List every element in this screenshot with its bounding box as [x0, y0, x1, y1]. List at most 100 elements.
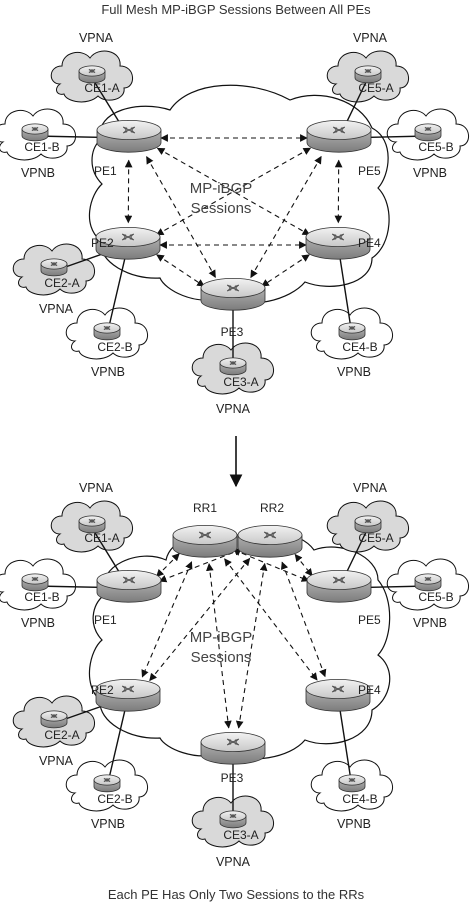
router-ce3-a[interactable] — [219, 357, 247, 376]
router-ce1-b[interactable] — [21, 573, 49, 592]
vpn-label: VPNA — [353, 31, 388, 45]
pe-label: PE2 — [91, 236, 114, 250]
router-icon — [263, 531, 277, 539]
router-icon — [331, 685, 345, 693]
ce-label: CE3-A — [223, 828, 258, 842]
vpn-label: VPNA — [39, 754, 74, 768]
vpn-label: VPNA — [216, 855, 251, 869]
ce-label: CE2-B — [97, 792, 132, 806]
router-ce3-a[interactable] — [219, 810, 247, 829]
router-pe5[interactable] — [306, 120, 372, 153]
router-ce5-b[interactable] — [414, 123, 442, 142]
router-icon — [88, 68, 96, 74]
vpn-label: VPNB — [21, 616, 55, 630]
router-pe1[interactable] — [96, 120, 162, 153]
vpn-label: VPNB — [337, 365, 371, 379]
full-mesh-labels: MP-iBGPSessionsCE1-AVPNACE1-BVPNBCE2-AVP… — [21, 31, 454, 416]
ce-label: CE2-A — [44, 728, 79, 742]
router-pe5[interactable] — [306, 570, 372, 603]
pe-label: PE4 — [358, 683, 381, 697]
vpn-label: VPNB — [91, 365, 125, 379]
router-rr1[interactable] — [172, 525, 238, 558]
router-pe3[interactable] — [200, 732, 266, 765]
router-ce1-a[interactable] — [78, 515, 106, 534]
router-icon — [198, 531, 212, 539]
router-pe1[interactable] — [96, 570, 162, 603]
router-ce1-b[interactable] — [21, 123, 49, 142]
router-ce5-a[interactable] — [354, 515, 382, 534]
vpn-label: VPNA — [79, 481, 114, 495]
vpn-label: VPNA — [39, 302, 74, 316]
ce-pe-link — [106, 244, 129, 336]
router-icon — [103, 777, 111, 783]
session-pe2-pe3 — [156, 254, 205, 287]
router-icon — [122, 126, 136, 134]
router-pe2[interactable] — [95, 679, 161, 712]
router-icon — [103, 325, 111, 331]
ce-label: CE5-A — [358, 81, 393, 95]
vpn-label: VPNB — [337, 817, 371, 831]
router-pe4[interactable] — [305, 679, 371, 712]
ce-label: CE5-B — [418, 590, 453, 604]
router-pe4[interactable] — [305, 226, 371, 260]
vpn-label: VPNB — [413, 166, 447, 180]
router-icon — [364, 518, 372, 524]
top-caption: Full Mesh MP-iBGP Sessions Between All P… — [101, 2, 371, 17]
router-icon — [31, 576, 39, 582]
ce-label: CE2-A — [44, 276, 79, 290]
router-ce2-b[interactable] — [93, 774, 121, 793]
router-ce1-a[interactable] — [78, 65, 106, 84]
router-icon — [348, 777, 356, 783]
ce-pe-link — [337, 244, 353, 336]
ce-label: CE5-A — [358, 531, 393, 545]
router-icon — [121, 233, 135, 241]
session-rr2-pe3 — [235, 562, 268, 729]
session-layer — [124, 134, 343, 729]
cloud-label-line1: MP-iBGP — [190, 629, 253, 646]
router-ce4-b[interactable] — [338, 322, 366, 341]
router-pe3[interactable] — [200, 277, 266, 311]
session-rr2-pe4 — [280, 561, 327, 678]
ce-label: CE3-A — [223, 375, 258, 389]
router-rr2[interactable] — [237, 525, 303, 558]
router-icon — [348, 325, 356, 331]
vpn-label: VPNA — [79, 31, 114, 45]
router-icon — [364, 68, 372, 74]
router-ce2-b[interactable] — [93, 322, 121, 341]
ce-label: CE4-B — [342, 340, 377, 354]
router-ce2-a[interactable] — [40, 710, 68, 729]
route-reflectors-cloud — [0, 500, 469, 848]
vpn-label: VPNB — [91, 817, 125, 831]
router-icon — [122, 576, 136, 584]
pe-label: PE2 — [91, 683, 114, 697]
route-reflectors-nodes — [21, 515, 442, 829]
cloud-label-line1: MP-iBGP — [190, 180, 253, 197]
router-pe2[interactable] — [95, 226, 161, 260]
router-icon — [31, 126, 39, 132]
rr-label: RR1 — [193, 501, 217, 515]
router-icon — [229, 813, 237, 819]
full-mesh-sessions — [124, 134, 343, 287]
router-ce5-a[interactable] — [354, 65, 382, 84]
ce-label: CE2-B — [97, 340, 132, 354]
router-ce5-b[interactable] — [414, 573, 442, 592]
router-icon — [88, 518, 96, 524]
router-icon — [50, 713, 58, 719]
cloud-label-line2: Sessions — [191, 200, 252, 217]
router-ce4-b[interactable] — [338, 774, 366, 793]
ce-label: CE4-B — [342, 792, 377, 806]
node-layer — [21, 65, 442, 829]
pe-label: PE3 — [221, 325, 244, 339]
router-icon — [332, 576, 346, 584]
label-layer: MP-iBGP Sessions CE1-A VPNA CE1-B VPNB CE2-A VP… — [21, 31, 454, 869]
ce-label: CE1-A — [84, 81, 119, 95]
router-ce2-a[interactable] — [40, 258, 68, 277]
ce-label: CE1-B — [24, 590, 59, 604]
session-rr2-pe5 — [294, 553, 313, 577]
vpn-label: VPNA — [353, 481, 388, 495]
full-mesh-cloud — [0, 50, 469, 395]
ce-pe-link — [337, 696, 353, 788]
vpn-label: VPNB — [21, 166, 55, 180]
route-reflectors-sessions — [141, 548, 327, 729]
